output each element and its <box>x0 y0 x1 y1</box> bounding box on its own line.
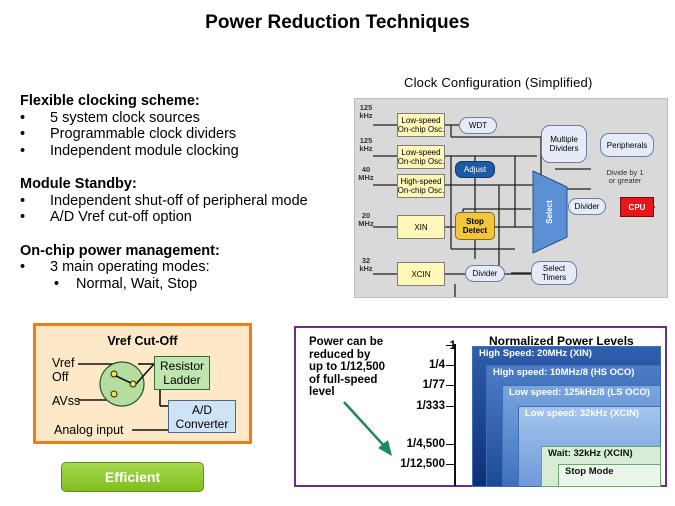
vref-switch-diagram <box>78 361 168 431</box>
xin-osc: XIN <box>397 215 445 239</box>
y-label: 1/12,500 <box>400 458 445 470</box>
select-label: Select <box>544 200 554 224</box>
clock-caption: Clock Configuration (Simplified) <box>404 75 593 90</box>
freq-label: 40 MHz <box>358 165 374 182</box>
list-item: 5 system clock sources <box>20 110 350 127</box>
select-mux <box>532 170 568 254</box>
section-heading: Flexible clocking scheme: <box>20 93 200 109</box>
y-axis <box>454 344 456 486</box>
clock-diagram: 125 kHz 125 kHz 40 MHz 20 MHz 32 kHz Low… <box>354 98 668 298</box>
resistor-ladder: Resistor Ladder <box>154 356 210 390</box>
slide-title: Power Reduction Techniques <box>205 12 470 33</box>
y-label: 1/4,500 <box>406 438 445 450</box>
section-heading: On-chip power management: <box>20 242 220 259</box>
xcin-osc: XCIN <box>397 262 445 286</box>
off-label: Off <box>52 370 69 384</box>
high-speed-osc: High-speed On-chip Osc. <box>397 174 445 198</box>
efficient-badge: Efficient <box>61 462 204 492</box>
vref-title: Vref Cut-Off <box>107 334 178 348</box>
multiple-dividers-block: Multiple Dividers <box>541 125 587 163</box>
low-speed-osc-2: Low-speed On-chip Osc. <box>397 145 445 169</box>
list-item: 3 main operating modes: <box>20 259 350 276</box>
vref-label: Vref <box>52 356 75 370</box>
list-item: Independent shut-off of peripheral mode <box>20 193 350 210</box>
low-speed-osc-1: Low-speed On-chip Osc. <box>397 113 445 137</box>
divide-note: Divide by 1 or greater <box>606 168 644 185</box>
analog-input-label: Analog input <box>54 423 124 437</box>
power-note: Power can be reduced by up to 1/12,500 o… <box>309 336 386 398</box>
avss-label: AVss <box>52 394 81 408</box>
divider-block-2: Divider <box>465 265 505 282</box>
vref-cutoff-panel: Vref Cut-Off Vref Off AVss Analog input … <box>33 323 252 444</box>
freq-label: 32 kHz <box>359 256 373 273</box>
list-item: Programmable clock dividers <box>20 126 350 143</box>
y-label: 1/4 <box>429 359 445 371</box>
stop-detect-block: Stop Detect <box>455 212 495 240</box>
y-label: 1/77 <box>422 379 445 391</box>
section-heading: Module Standby: <box>20 176 137 192</box>
arrow-icon <box>343 401 392 456</box>
feature-list: Flexible clocking scheme: 5 system clock… <box>20 93 350 292</box>
level-bar: Stop Mode <box>558 464 661 487</box>
list-item: A/D Vref cut-off option <box>20 209 350 226</box>
freq-label: 125 kHz <box>359 136 373 153</box>
power-title: Normalized Power Levels <box>489 334 634 348</box>
select-timers-block: Select Timers <box>531 261 577 285</box>
wdt-block: WDT <box>459 117 497 134</box>
sub-list-item: Normal, Wait, Stop <box>20 276 350 293</box>
ad-converter: A/D Converter <box>168 400 236 433</box>
freq-label: 125 kHz <box>359 103 373 120</box>
peripherals-block: Peripherals <box>600 133 654 157</box>
cpu-block: CPU <box>620 197 654 217</box>
y-label: 1 <box>449 340 456 352</box>
power-levels-panel: Power can be reduced by up to 1/12,500 o… <box>294 326 667 487</box>
divider-block: Divider <box>568 198 606 215</box>
list-item: Independent module clocking <box>20 143 350 160</box>
y-label: 1/333 <box>416 400 445 412</box>
freq-label: 20 MHz <box>358 211 374 228</box>
adjust-block: Adjust <box>455 161 495 178</box>
